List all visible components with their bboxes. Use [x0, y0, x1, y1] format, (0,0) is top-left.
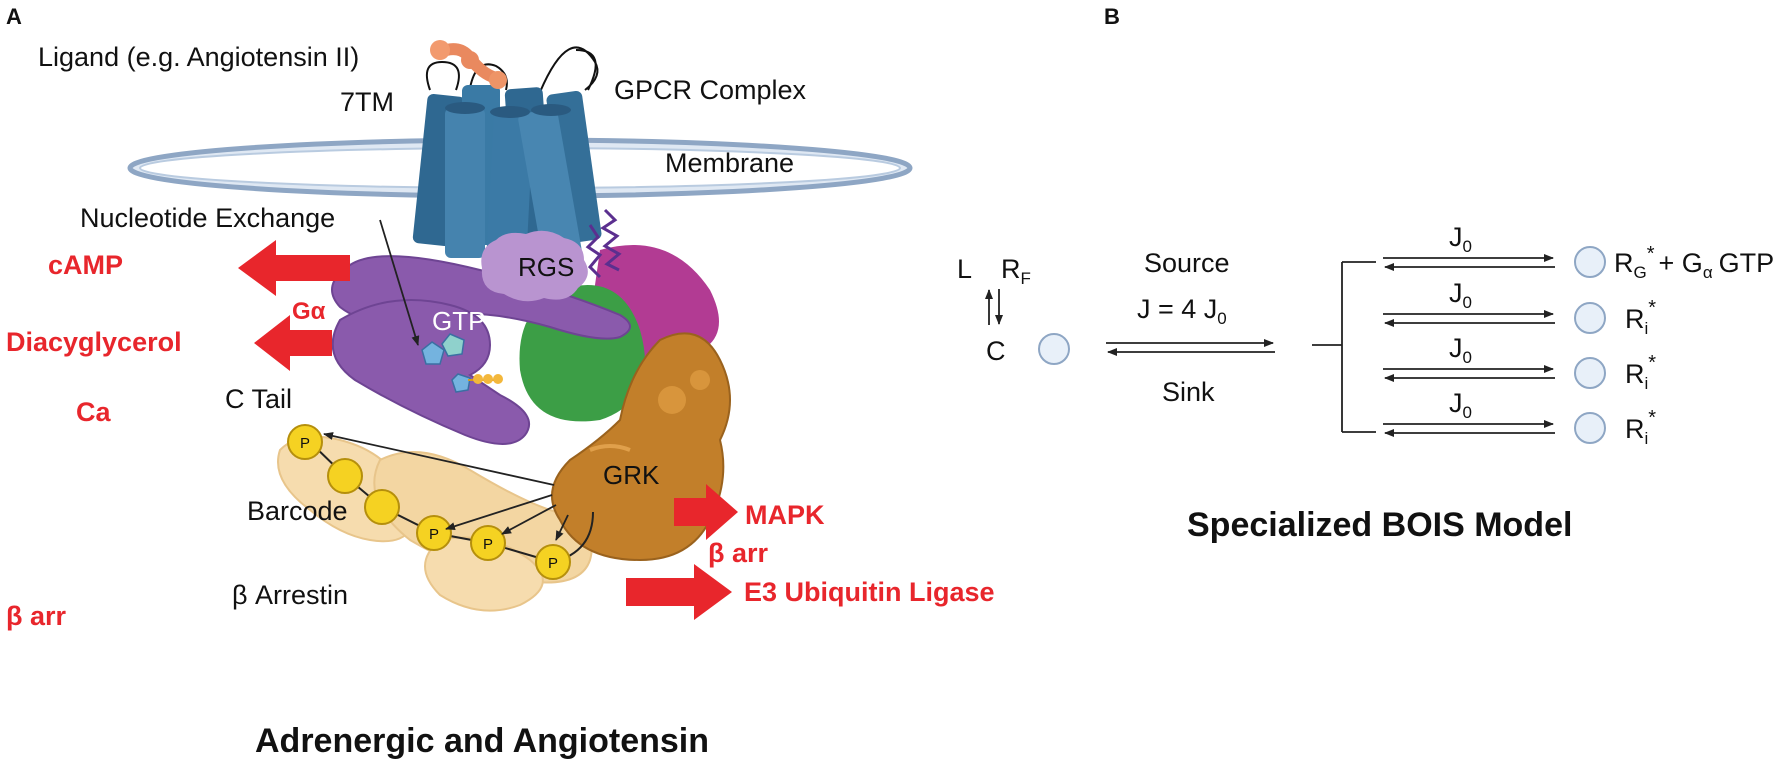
rgs-label: RGS: [518, 252, 574, 282]
barcode-label: Barcode: [247, 496, 348, 526]
phospho-label: P: [483, 536, 493, 553]
rf-label: RF: [1001, 254, 1031, 288]
ligand-label: Ligand (e.g. Angiotensin II): [38, 42, 359, 72]
l-label: L: [957, 254, 972, 284]
ligand-molecule: [430, 40, 507, 89]
receptor-state-circle: [1574, 302, 1606, 334]
gtp-label: GTP: [432, 306, 485, 336]
j0-label: J0: [1449, 388, 1472, 422]
phospho-sites: P P P P: [287, 424, 571, 580]
output-ca: Ca: [76, 397, 111, 427]
panel-a-title: Adrenergic and Angiotensin: [255, 722, 709, 760]
phospho-site: P: [470, 525, 506, 561]
output-beta-arr-left: β arr: [6, 601, 67, 631]
ri-label: Ri*: [1625, 352, 1656, 393]
beta-arrestin-label: β Arrestin: [232, 580, 348, 610]
phosphorylation-arrows: [323, 219, 569, 541]
phospho-label: P: [429, 526, 439, 543]
source-label: Source: [1144, 248, 1230, 278]
branch-bracket: [1312, 261, 1376, 433]
panel-b-letter: B: [1104, 4, 1120, 29]
phospho-site: P: [287, 424, 323, 460]
signal-arrows: [238, 240, 738, 620]
phospho-label: P: [300, 435, 310, 452]
g-protein-alpha: [331, 255, 631, 445]
phospho-site: [327, 458, 363, 494]
output-diacylglycerol: Diacyglycerol: [6, 327, 182, 357]
output-beta-arr-right: β arr: [708, 538, 769, 568]
phospho-site: [364, 489, 400, 525]
rgs-protein: [481, 230, 588, 302]
receptor-state-circle: [1574, 357, 1606, 389]
gpcr-label: GPCR Complex: [614, 75, 807, 105]
j-flux-label: J = 4 J0: [1137, 294, 1227, 328]
j0-label: J0: [1449, 278, 1472, 312]
j0-label: J0: [1449, 222, 1472, 256]
tm-label: 7TM: [340, 87, 394, 117]
phospho-label: P: [548, 555, 558, 572]
output-mapk: MAPK: [745, 500, 825, 530]
output-camp: cAMP: [48, 250, 123, 280]
receptor-state-circle: [1574, 246, 1606, 278]
panel-a-letter: A: [6, 4, 22, 29]
grk-label: GRK: [603, 460, 660, 490]
panel-b-title: Specialized BOIS Model: [1187, 506, 1572, 544]
membrane-label: Membrane: [665, 148, 794, 178]
c-label: C: [986, 336, 1006, 366]
ri-label: Ri*: [1625, 407, 1656, 448]
output-e3-ligase: E3 Ubiquitin Ligase: [744, 577, 995, 607]
lipid-anchor-zigzag: [600, 208, 622, 272]
receptor-state-circle: [1574, 412, 1606, 444]
nucleotide-exchange-label: Nucleotide Exchange: [80, 203, 335, 233]
phospho-site: P: [416, 515, 452, 551]
gpcr-7tm-helices: [412, 46, 602, 263]
ri-label: Ri*: [1625, 297, 1656, 338]
phospho-site: P: [535, 544, 571, 580]
j0-label: J0: [1449, 333, 1472, 367]
gtp-nucleotide: [421, 333, 503, 393]
sink-label: Sink: [1162, 377, 1215, 407]
c-tail-label: C Tail: [225, 384, 292, 414]
c-state-circle: [1038, 333, 1070, 365]
g-alpha-label: Gα: [292, 298, 326, 325]
